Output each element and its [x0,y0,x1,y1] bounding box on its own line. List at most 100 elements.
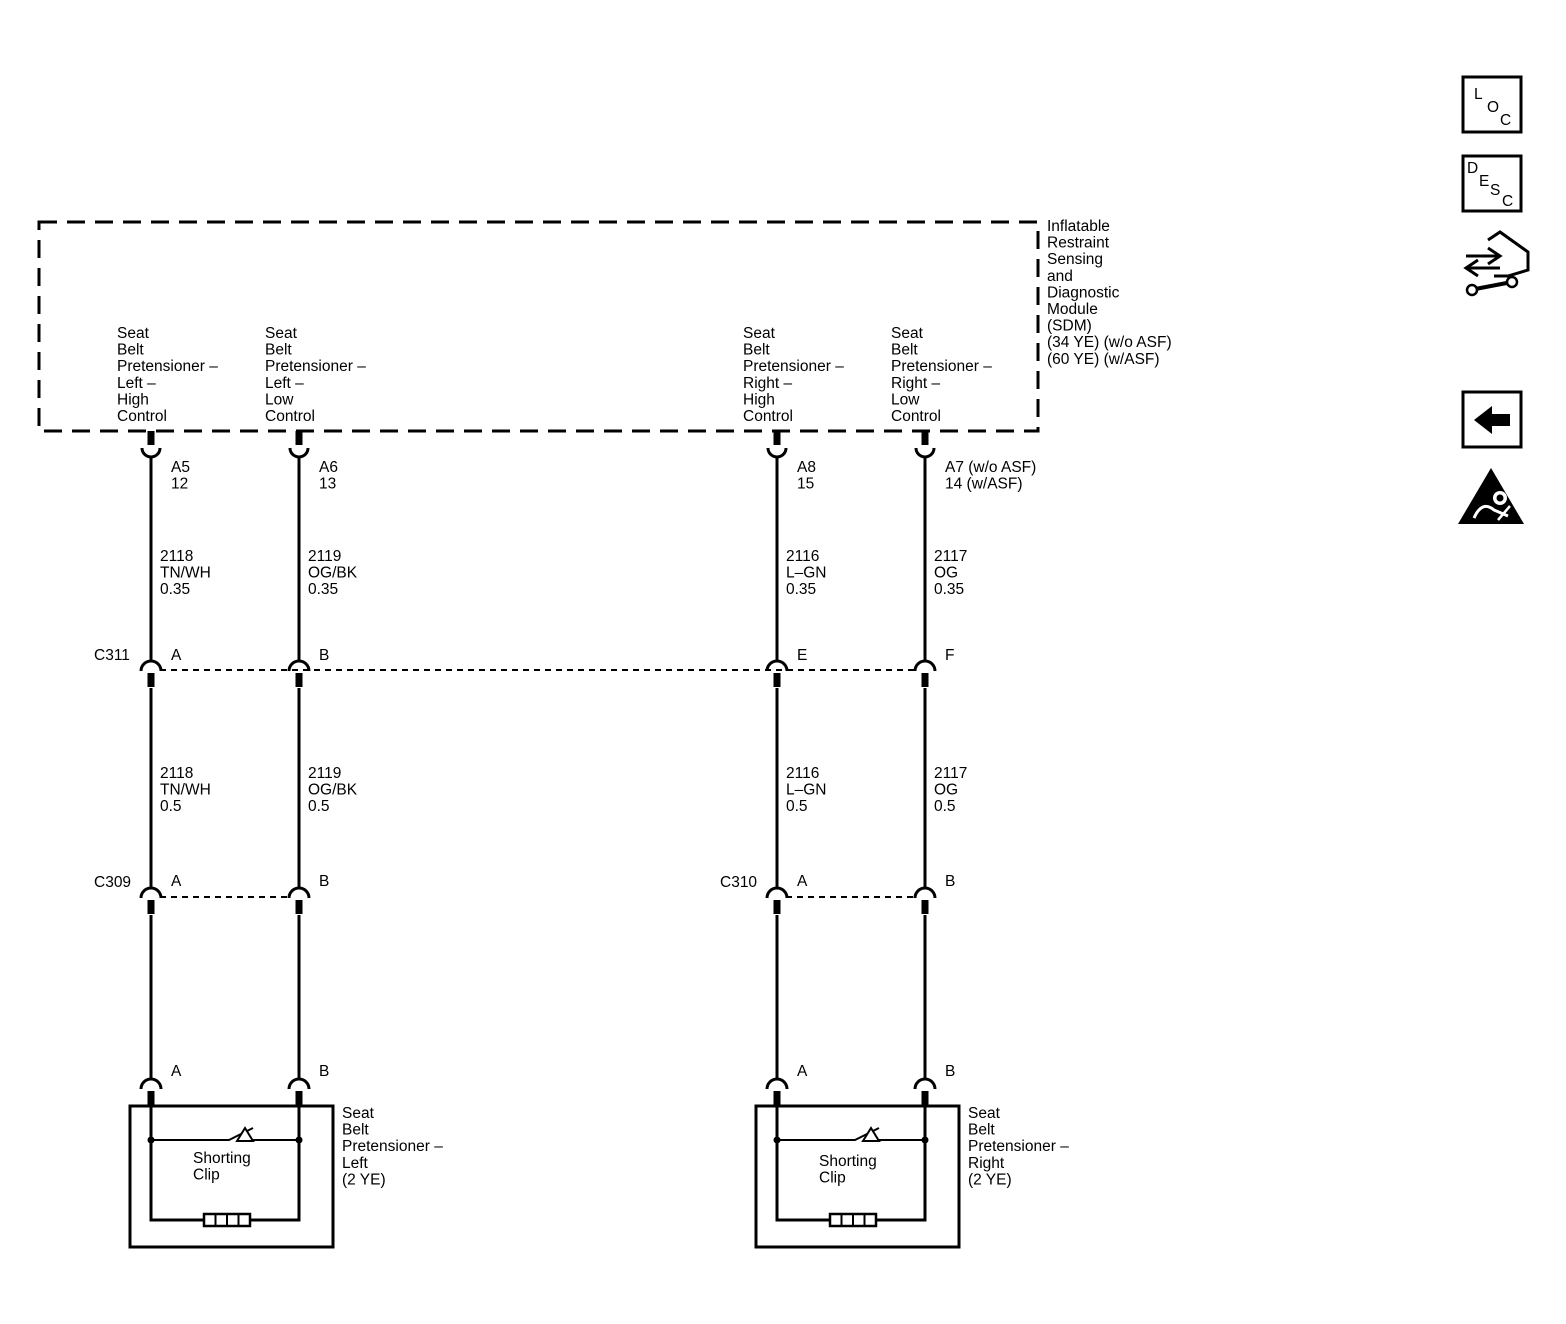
airbag-warning-icon[interactable] [1458,468,1524,524]
back-arrow-icon[interactable] [1461,390,1523,449]
inline-pin-terminal [921,900,929,914]
shorting-clip-triangle [235,1126,255,1142]
c311-pin-letter: B [319,647,329,664]
upper-wire-spec: OG/BK [308,565,358,582]
c311-pin-letter: F [945,647,954,664]
device-pin-letter: B [945,1063,955,1080]
circuit-function-line: Seat [743,325,776,342]
loc-letter-c: C [1500,112,1511,129]
sdm-name-line: Module [1047,301,1098,318]
shorting-clip-label: Clip [193,1167,220,1184]
sdm-pin-number: 15 [797,476,814,493]
circuit-function-line: Low [265,391,294,408]
c311-pin-terminal [773,673,781,687]
loc-letter-o: O [1487,99,1499,116]
upper-wire-spec: 2117 [934,548,967,565]
pretensioner-box [754,1104,961,1249]
pretensioner-name-line: Seat [342,1105,375,1122]
lower-wire-spec: OG [934,782,958,799]
inline-pin-letter: B [945,873,955,890]
circuit-function-line: Seat [117,325,150,342]
circuit-function-line: Belt [743,342,770,359]
device-pin-cup [287,1077,311,1090]
upper-wire-spec: 2119 [308,548,341,565]
c311-label: C311 [94,647,130,664]
circuit-function-line: Pretensioner – [265,358,366,375]
inline-pin-letter: A [797,873,808,890]
pretensioner-name-line: Belt [342,1122,369,1139]
sdm-pin-terminal [773,431,781,445]
circuit-function-line: Belt [891,342,918,359]
device-pin-letter: B [319,1063,329,1080]
circuit-function-line: Belt [265,342,292,359]
inline-pin-letter: B [319,873,329,890]
sdm-name-line: (60 YE) (w/ASF) [1047,351,1160,368]
sdm-pin-terminal [921,431,929,445]
wire-labels: A5122118TN/WH0.35A2118TN/WH0.5AAA6132119… [160,459,1036,1080]
pretensioner-name-line: (2 YE) [968,1171,1012,1188]
desc-button[interactable]: D E S C [1461,154,1523,213]
circuit-function-line: Left – [117,375,156,392]
connector-end-view-icon[interactable] [1463,230,1530,297]
upper-wire-spec: 0.35 [308,581,338,598]
splice-dot [295,1136,303,1144]
c311-pin-letter: E [797,647,807,664]
pretensioner-name-line: Left [342,1155,369,1172]
inline-pin-letter: A [171,873,182,890]
lower-wire-spec: L–GN [786,782,827,799]
sdm-name-line: Inflatable [1047,218,1110,235]
desc-letter-e: E [1479,173,1489,190]
upper-wire-spec: L–GN [786,565,827,582]
sdm-pin-number: A8 [797,459,816,476]
lower-wire-spec: 2117 [934,765,967,782]
sdm-name-line: Restraint [1047,235,1110,252]
c311-pin-terminal [295,673,303,687]
circuit-function-line: Right – [891,375,940,392]
sdm-pin-terminal [147,431,155,445]
lower-wire-spec: 0.5 [308,798,330,815]
device-pin-letter: A [171,1063,182,1080]
sdm-pin-number: A6 [319,459,338,476]
sdm-pin-cup [288,447,310,459]
sdm-pin-number: 13 [319,476,336,493]
circuit-function-line: Control [743,408,793,425]
sdm-name-line: Sensing [1047,251,1103,268]
upper-wire-spec: 2118 [160,548,193,565]
c311-pin-terminal [921,673,929,687]
sdm-pin-cup [140,447,162,459]
desc-letter-s: S [1490,182,1500,199]
lower-wire-spec: 0.5 [934,798,956,815]
c311-pin-cup [913,659,937,672]
device-pin-terminal [295,1091,303,1105]
shorting-clip-switch [777,1127,925,1141]
shorting-clip-triangle [861,1126,881,1142]
lower-wire-spec: 0.5 [786,798,808,815]
sdm-pin-number: A5 [171,459,190,476]
wires [149,458,927,1078]
upper-wire-spec: 2116 [786,548,819,565]
sdm-pin-cup [766,447,788,459]
circuit-function-line: Low [891,391,920,408]
c309-label: C309 [94,874,131,891]
device-pin-cup [913,1077,937,1090]
inline-pin-terminal [147,900,155,914]
loc-button[interactable]: L O C [1461,75,1523,134]
lower-wire-spec: 2119 [308,765,341,782]
circuit-function-line: Left – [265,375,304,392]
pretensioner-name-line: Belt [968,1122,995,1139]
splice-dot [773,1136,781,1144]
device-pin-terminal [921,1091,929,1105]
shorting-clip-label: Clip [819,1170,846,1187]
upper-wire-spec: 0.35 [786,581,816,598]
sdm-module-label: InflatableRestraintSensingandDiagnosticM… [1047,218,1172,368]
sdm-name-line: Diagnostic [1047,284,1120,301]
sdm-name-line: (34 YE) (w/o ASF) [1047,334,1172,351]
c311-pin-terminal [147,673,155,687]
shorting-clip-switch [151,1127,299,1141]
device-pin-cup [765,1077,789,1090]
lower-wire-spec: 2118 [160,765,193,782]
